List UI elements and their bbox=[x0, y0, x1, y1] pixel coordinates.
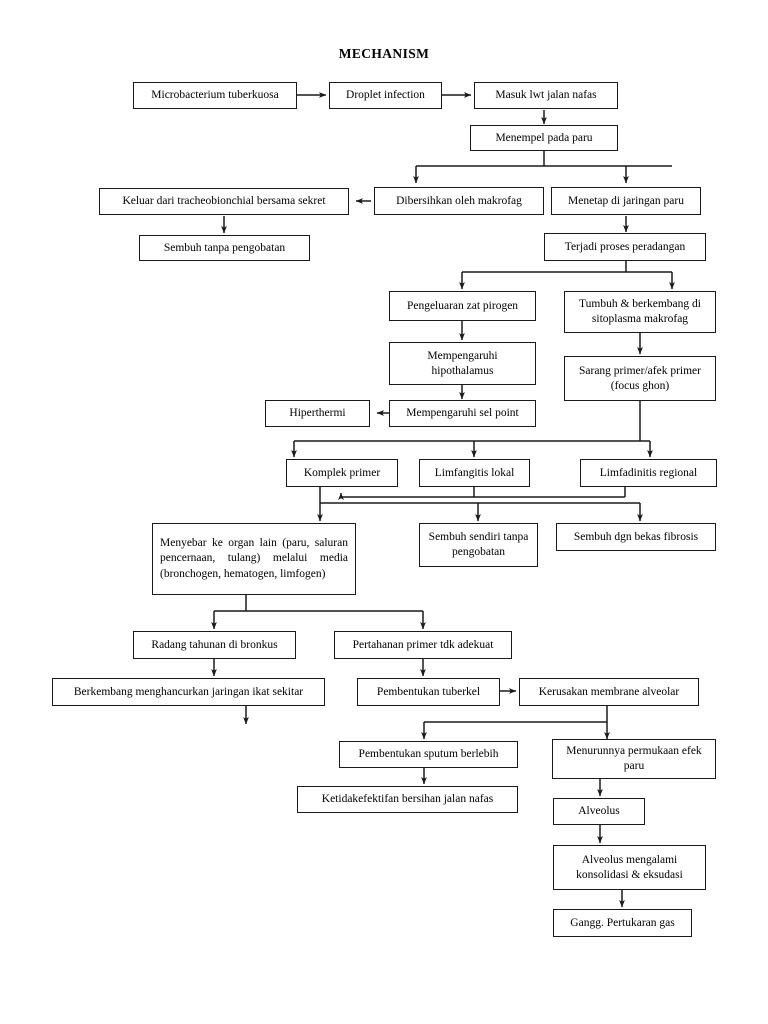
node-label: Kerusakan membrane alveolar bbox=[538, 685, 680, 698]
node-ketidakefektifan-bersihan-jalan-nafas[interactable]: Ketidakefektifan bersihan jalan nafas bbox=[297, 786, 518, 813]
node-hiperthermi[interactable]: Hiperthermi bbox=[265, 400, 370, 427]
node-label: Komplek primer bbox=[303, 466, 381, 479]
node-menetap-di-jaringan-paru[interactable]: Menetap di jaringan paru bbox=[551, 187, 701, 215]
node-label: Menempel pada paru bbox=[495, 131, 593, 144]
node-label: Pembentukan sputum berlebih bbox=[358, 748, 499, 761]
node-limfangitis-lokal[interactable]: Limfangitis lokal bbox=[419, 459, 530, 487]
node-label: Menurunnya permukaan efek paru bbox=[566, 745, 702, 772]
node-mempengaruhi-hipothalamus[interactable]: Mempengaruhi hipothalamus bbox=[389, 342, 536, 385]
node-alveolus[interactable]: Alveolus bbox=[553, 798, 645, 825]
node-label: Pertahanan primer tdk adekuat bbox=[352, 638, 494, 651]
node-label: Microbacterium tuberkuosa bbox=[151, 89, 279, 102]
node-menempel-pada-paru[interactable]: Menempel pada paru bbox=[470, 125, 618, 151]
node-label: Terjadi proses peradangan bbox=[564, 240, 686, 253]
node-label: Droplet infection bbox=[346, 89, 425, 102]
node-menyebar-ke-organ-lain[interactable]: Menyebar ke organ lain (paru, saluran pe… bbox=[152, 523, 356, 595]
node-tumbuh-berkembang-sitoplasma-makrofag[interactable]: Tumbuh & berkembang di sitoplasma makrof… bbox=[564, 291, 716, 333]
node-radang-tahunan-di-bronkus[interactable]: Radang tahunan di bronkus bbox=[133, 631, 296, 659]
node-label: Dibersihkan oleh makrofag bbox=[396, 194, 522, 207]
node-label: Tumbuh & berkembang di sitoplasma makrof… bbox=[579, 298, 701, 325]
node-microbacterium-tuberkuosa[interactable]: Microbacterium tuberkuosa bbox=[133, 82, 297, 109]
node-label: Menyebar ke organ lain (paru, saluran pe… bbox=[160, 536, 348, 580]
node-label: Pembentukan tuberkel bbox=[376, 685, 481, 698]
node-alveolus-mengalami-konsolidasi[interactable]: Alveolus mengalami konsolidasi & eksudas… bbox=[553, 845, 706, 890]
node-label: Alveolus mengalami konsolidasi & eksudas… bbox=[576, 853, 683, 881]
node-kerusakan-membrane-alveolar[interactable]: Kerusakan membrane alveolar bbox=[519, 678, 699, 706]
node-label: Limfadinitis regional bbox=[599, 466, 698, 479]
node-label: Pengeluaran zat pirogen bbox=[406, 299, 519, 312]
node-pertahanan-primer-tdk-adekuat[interactable]: Pertahanan primer tdk adekuat bbox=[334, 631, 512, 659]
node-label: Sarang primer/afek primer (focus ghon) bbox=[579, 364, 701, 392]
page-title: MECHANISM bbox=[338, 46, 430, 61]
node-pengeluaran-zat-pirogen[interactable]: Pengeluaran zat pirogen bbox=[389, 291, 536, 321]
node-pembentukan-tuberkel[interactable]: Pembentukan tuberkel bbox=[357, 678, 500, 706]
node-menurunnya-permukaan-efek-paru[interactable]: Menurunnya permukaan efek paru bbox=[552, 739, 716, 779]
node-label: Mempengaruhi sel point bbox=[406, 407, 519, 420]
node-komplek-primer[interactable]: Komplek primer bbox=[286, 459, 398, 487]
node-sembuh-dgn-bekas-fibrosis[interactable]: Sembuh dgn bekas fibrosis bbox=[556, 523, 716, 551]
node-terjadi-proses-peradangan[interactable]: Terjadi proses peradangan bbox=[544, 233, 706, 261]
node-berkembang-menghancurkan-jaringan[interactable]: Berkembang menghancurkan jaringan ikat s… bbox=[52, 678, 325, 706]
node-label: Limfangitis lokal bbox=[434, 466, 515, 479]
node-label: Berkembang menghancurkan jaringan ikat s… bbox=[73, 685, 304, 698]
node-label: Gangg. Pertukaran gas bbox=[570, 916, 675, 929]
node-label: Hiperthermi bbox=[289, 407, 346, 420]
node-dibersihkan-oleh-makrofag[interactable]: Dibersihkan oleh makrofag bbox=[374, 187, 544, 215]
node-label: Alveolus bbox=[578, 805, 620, 818]
node-gangg-pertukaran-gas[interactable]: Gangg. Pertukaran gas bbox=[553, 909, 692, 937]
node-label: Keluar dari tracheobionchial bersama sek… bbox=[122, 195, 326, 208]
node-label: Sembuh dgn bekas fibrosis bbox=[573, 530, 699, 543]
node-pembentukan-sputum-berlebih[interactable]: Pembentukan sputum berlebih bbox=[339, 741, 518, 768]
node-droplet-infection[interactable]: Droplet infection bbox=[329, 82, 442, 109]
node-label: Masuk lwt jalan nafas bbox=[495, 89, 597, 102]
node-keluar-dari-tracheobionchial[interactable]: Keluar dari tracheobionchial bersama sek… bbox=[99, 188, 349, 215]
node-label: Sembuh sendiri tanpa pengobatan bbox=[428, 531, 529, 558]
node-label: Mempengaruhi hipothalamus bbox=[427, 349, 498, 377]
node-label: Menetap di jaringan paru bbox=[568, 194, 684, 207]
node-label: Radang tahunan di bronkus bbox=[151, 638, 278, 651]
node-label: Ketidakefektifan bersihan jalan nafas bbox=[321, 793, 494, 806]
node-mempengaruhi-sel-point[interactable]: Mempengaruhi sel point bbox=[389, 400, 536, 427]
node-sembuh-tanpa-pengobatan[interactable]: Sembuh tanpa pengobatan bbox=[139, 235, 310, 261]
node-label: Sembuh tanpa pengobatan bbox=[163, 241, 286, 254]
node-masuk-lwt-jalan-nafas[interactable]: Masuk lwt jalan nafas bbox=[474, 82, 618, 109]
node-sarang-primer-afek-primer[interactable]: Sarang primer/afek primer (focus ghon) bbox=[564, 356, 716, 401]
node-sembuh-sendiri-tanpa-pengobatan[interactable]: Sembuh sendiri tanpa pengobatan bbox=[419, 523, 538, 567]
node-limfadinitis-regional[interactable]: Limfadinitis regional bbox=[580, 459, 717, 487]
